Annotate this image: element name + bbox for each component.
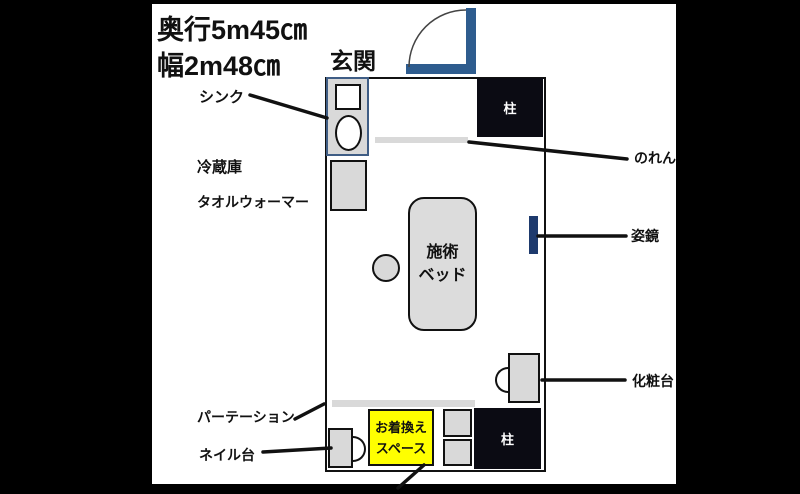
door-leaf — [466, 8, 476, 74]
pillar-bottom-label: 柱 — [500, 432, 514, 447]
sink-basin — [335, 115, 362, 151]
fridge-unit — [330, 160, 367, 211]
pillar-top: 柱 — [477, 78, 543, 137]
pillar-top-label: 柱 — [503, 101, 517, 116]
treatment-bed: 施術 ベッド — [408, 197, 477, 331]
bed-label-line1: 施術 — [426, 244, 459, 261]
fridge-label: 冷蔵庫 — [197, 159, 243, 176]
partition-bar — [332, 400, 475, 407]
entrance-label: 玄関 — [330, 48, 376, 74]
noren-bar — [375, 137, 468, 143]
nail-table — [328, 428, 353, 468]
shelf-lower — [443, 439, 472, 466]
noren-label: のれん — [634, 150, 676, 166]
therapist-stool — [372, 254, 400, 282]
shelf-upper — [443, 409, 472, 437]
sink-label: シンク — [199, 89, 245, 106]
mirror-bar — [529, 216, 538, 254]
door-sill — [406, 64, 476, 74]
depth-dimension-text: 奥行5m45㎝ — [157, 15, 308, 45]
bed-label-line2: ベッド — [418, 267, 467, 284]
changing-space-line2: スペース — [375, 440, 427, 456]
pillar-bottom: 柱 — [474, 408, 541, 469]
changing-space: お着換え スペース — [368, 409, 434, 466]
mirror-label: 姿鏡 — [631, 228, 659, 244]
nail-table-label: ネイル台 — [199, 447, 255, 463]
partition-label: パーテーション — [197, 409, 295, 425]
dresser-table — [508, 353, 540, 403]
width-dimension-text: 幅2m48㎝ — [157, 51, 281, 81]
towel-warmer-label: タオルウォーマー — [197, 194, 309, 210]
dresser-stool — [495, 367, 509, 393]
sink-counter — [335, 84, 361, 110]
dresser-label: 化粧台 — [632, 373, 674, 389]
changing-space-line1: お着換え — [374, 419, 427, 435]
